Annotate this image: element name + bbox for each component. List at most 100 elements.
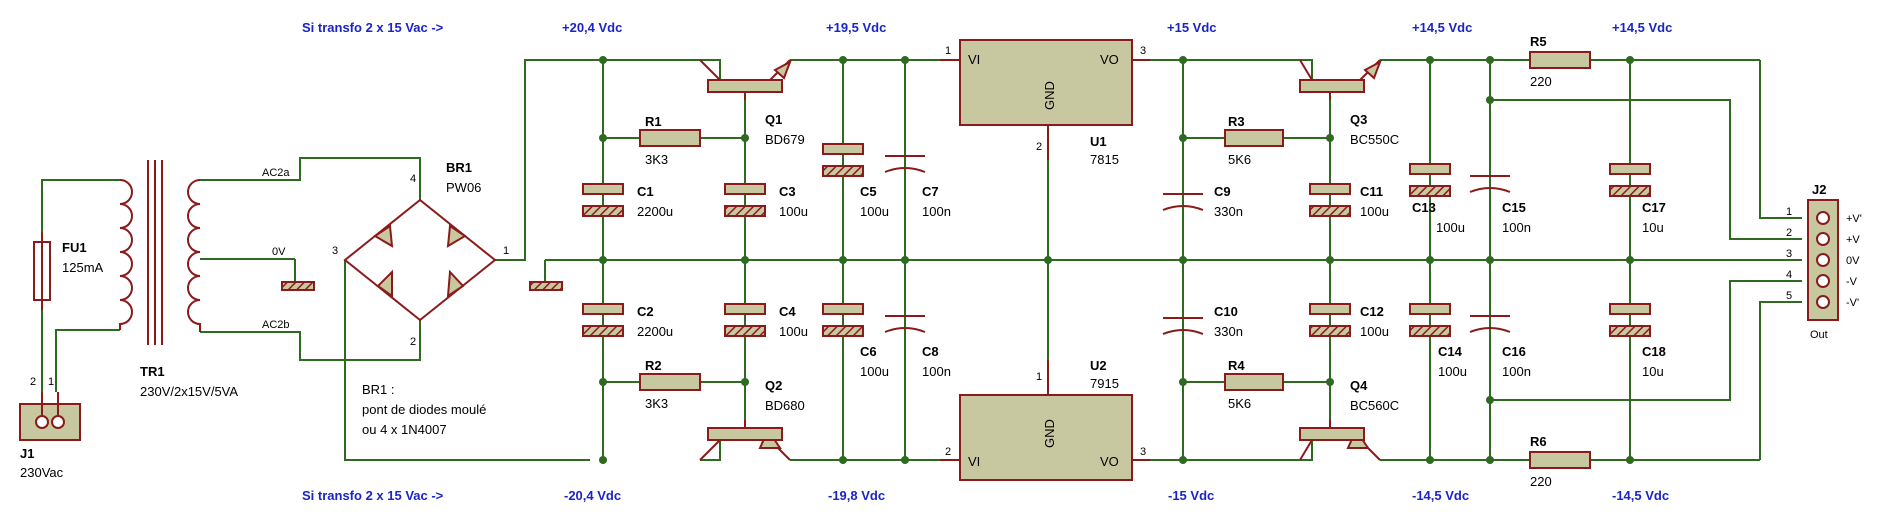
cap-c8 [884,315,926,333]
resistor-r3 [1224,129,1284,147]
c17-value: 10u [1642,220,1664,235]
rail-n145b: -14,5 Vdc [1612,488,1669,503]
r3-ref: R3 [1228,114,1245,129]
q4-ref: Q4 [1350,378,1368,393]
c13-ref: C13 [1412,200,1436,215]
regulator-u1 [940,39,1150,160]
c2-value: 2200u [637,324,673,339]
j1-ref: J1 [20,446,34,461]
j1-value: 230Vac [20,465,64,480]
cap-c12 [1309,303,1351,337]
wire-j2-2 [1490,99,1802,240]
tr1-value: 230V/2x15V/5VA [140,384,238,399]
c17-ref: C17 [1642,200,1666,215]
rail-p145b: +14,5 Vdc [1612,20,1672,35]
c11-ref: C11 [1360,184,1383,199]
rail-n198: -19,8 Vdc [828,488,885,503]
c4-value: 100u [779,324,808,339]
wire-q2-c [700,440,721,461]
c4-ref: C4 [779,304,796,319]
br1-pin2: 2 [410,336,416,348]
cap-c5 [822,143,864,177]
wire-q1-c [700,59,721,80]
transistor-q3 [1299,59,1382,100]
r4-value: 5K6 [1228,396,1251,411]
br1-note-2: pont de diodes moulé [362,402,486,417]
cap-c10 [1162,317,1204,335]
cap-c3 [724,183,766,217]
bridge-br1 [343,198,497,322]
transistor-q1 [699,59,792,100]
u2-pin1: 1 [1036,371,1042,383]
u2-value: 7915 [1090,376,1119,391]
r1-ref: R1 [645,114,662,129]
resistor-r2 [639,373,701,391]
r2-ref: R2 [645,358,662,373]
transistor-q4 [1299,420,1381,461]
u2-pin2: 2 [945,446,951,458]
j2-label-5: -V' [1846,297,1859,309]
u1-vo: VO [1100,52,1119,67]
r4-ref: R4 [1228,358,1245,373]
rail-n145a: -14,5 Vdc [1412,488,1469,503]
cap-c6 [822,303,864,337]
cap-c2 [582,303,624,337]
wire-j2-4 [1490,280,1802,401]
r2-value: 3K3 [645,396,668,411]
q3-ref: Q3 [1350,112,1367,127]
c3-ref: C3 [779,184,796,199]
u2-pin3: 3 [1140,446,1146,458]
j2-label-4: -V [1846,276,1858,288]
c7-value: 100n [922,204,951,219]
cap-c11 [1309,183,1351,217]
c1-value: 2200u [637,204,673,219]
cap-c13 [1409,163,1451,197]
c16-ref: C16 [1502,344,1526,359]
fu1-value: 125mA [62,260,104,275]
br1-pin4: 4 [410,173,416,185]
j2-pin-2: 2 [1786,227,1792,239]
u2-vo: VO [1100,454,1119,469]
u2-gnd: GND [1042,419,1057,448]
c18-ref: C18 [1642,344,1666,359]
rail-p145a: +14,5 Vdc [1412,20,1472,35]
wire-br1-plus [495,59,590,261]
q2-value: BD680 [765,398,805,413]
u1-gnd: GND [1042,81,1057,110]
wire-br1-minus [344,260,590,461]
c9-ref: C9 [1214,184,1231,199]
cap-c16 [1469,315,1511,333]
wire-ac2a [200,157,421,200]
c12-ref: C12 [1360,304,1384,319]
resistor-r6 [1529,451,1591,469]
rail-n15: -15 Vdc [1168,488,1214,503]
c16-value: 100n [1502,364,1531,379]
j1-pin1: 1 [48,376,54,388]
q1-value: BD679 [765,132,805,147]
u1-pin2: 2 [1036,141,1042,153]
c15-ref: C15 [1502,200,1526,215]
c7-ref: C7 [922,184,939,199]
cap-c18 [1609,303,1651,337]
u1-pin3: 3 [1140,45,1146,57]
connector-j1 [19,392,81,441]
br1-pin1: 1 [503,245,509,257]
c6-value: 100u [860,364,889,379]
r6-value: 220 [1530,474,1552,489]
connector-j2 [1807,199,1839,321]
ground-symbol-tr [281,281,315,291]
transistor-q2 [699,420,791,461]
j2-pin-4: 4 [1786,269,1792,281]
rail-p204: +20,4 Vdc [562,20,622,35]
wire-j2-5 [1759,301,1802,460]
br1-pin3: 3 [332,245,338,257]
c9-value: 330n [1214,204,1243,219]
br1-note-3: ou 4 x 1N4007 [362,422,447,437]
c6-ref: C6 [860,344,877,359]
c5-value: 100u [860,204,889,219]
br1-ref: BR1 [446,160,472,175]
j2-pin-5: 5 [1786,290,1792,302]
rail-note-bottom: Si transfo 2 x 15 Vac -> [302,488,444,503]
j2-label-3: 0V [1846,255,1860,267]
